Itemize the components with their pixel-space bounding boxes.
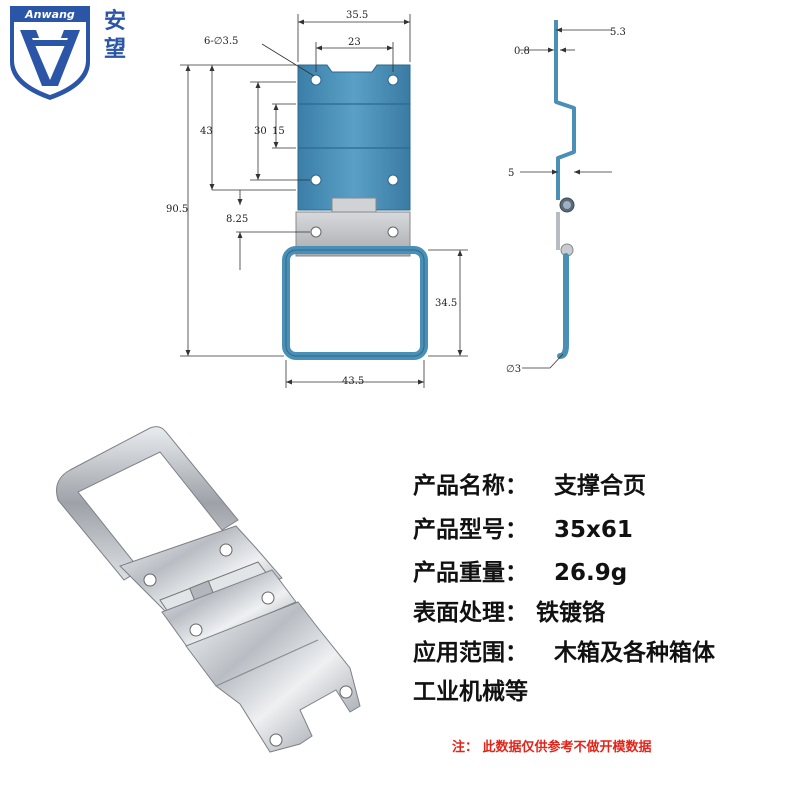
dim-wire-diameter: ∅3 <box>506 364 521 375</box>
logo-latin: Anwang <box>24 8 75 21</box>
dim-thickness: 0.8 <box>514 46 530 57</box>
dim-height-30: 30 <box>254 126 267 137</box>
dim-total-height: 90.5 <box>166 204 188 215</box>
brand-logo: Anwang 安 望 <box>10 6 126 100</box>
spec-finish-row: 表面处理： 铁镀铬 <box>413 593 605 627</box>
dim-hole-to-hinge: 43 <box>200 126 213 137</box>
spec-usage-row-2: 工业机械等 <box>413 672 528 706</box>
dim-ring-height: 34.5 <box>435 298 457 309</box>
front-view-drawing <box>282 64 428 360</box>
spec-weight-value: 26.9g <box>554 560 628 586</box>
side-view-labels: 5.3 0.8 5 ∅3 <box>506 27 626 375</box>
side-view-drawing <box>554 20 576 359</box>
spec-name-row: 产品名称： 支撑合页 <box>413 466 646 500</box>
dim-hole-spacing: 23 <box>348 37 361 48</box>
logo-cn-1: 安 <box>104 8 126 34</box>
spec-name-label: 产品名称： <box>413 473 528 499</box>
logo-cn-2: 望 <box>104 37 126 62</box>
spec-finish-value: 铁镀铬 <box>536 600 606 626</box>
product-photo <box>56 426 361 753</box>
spec-weight-row: 产品重量： 26.9g <box>413 553 627 587</box>
dim-height-15: 15 <box>272 126 285 137</box>
spec-usage-row: 应用范围： 木箱及各种箱体 <box>413 633 715 667</box>
spec-usage-label: 应用范围： <box>413 640 528 666</box>
spec-model-value: 35x61 <box>554 517 633 543</box>
spec-weight-label: 产品重量： <box>413 560 528 586</box>
spec-usage-value-2: 工业机械等 <box>413 679 528 705</box>
spec-model-row: 产品型号： 35x61 <box>413 510 633 544</box>
spec-name-value: 支撑合页 <box>554 473 647 499</box>
front-view-labels: 6-∅3.5 35.5 23 90.5 43 30 15 8.25 34.5 4… <box>166 10 457 387</box>
dim-step-depth: 5.3 <box>610 27 626 38</box>
disclaimer-note: 注： 此数据仅供参考不做开模数据 <box>452 740 652 755</box>
spec-finish-label: 表面处理： <box>413 600 528 626</box>
dim-offset-5: 5 <box>508 168 514 179</box>
dim-top-width: 35.5 <box>346 10 368 21</box>
spec-model-label: 产品型号： <box>413 517 528 543</box>
dim-ring-width: 43.5 <box>342 376 364 387</box>
spec-usage-value: 木箱及各种箱体 <box>554 640 716 666</box>
dim-hole-spec: 6-∅3.5 <box>204 36 238 47</box>
dim-offset-8-25: 8.25 <box>226 214 248 225</box>
front-view-dimensions <box>180 14 468 388</box>
